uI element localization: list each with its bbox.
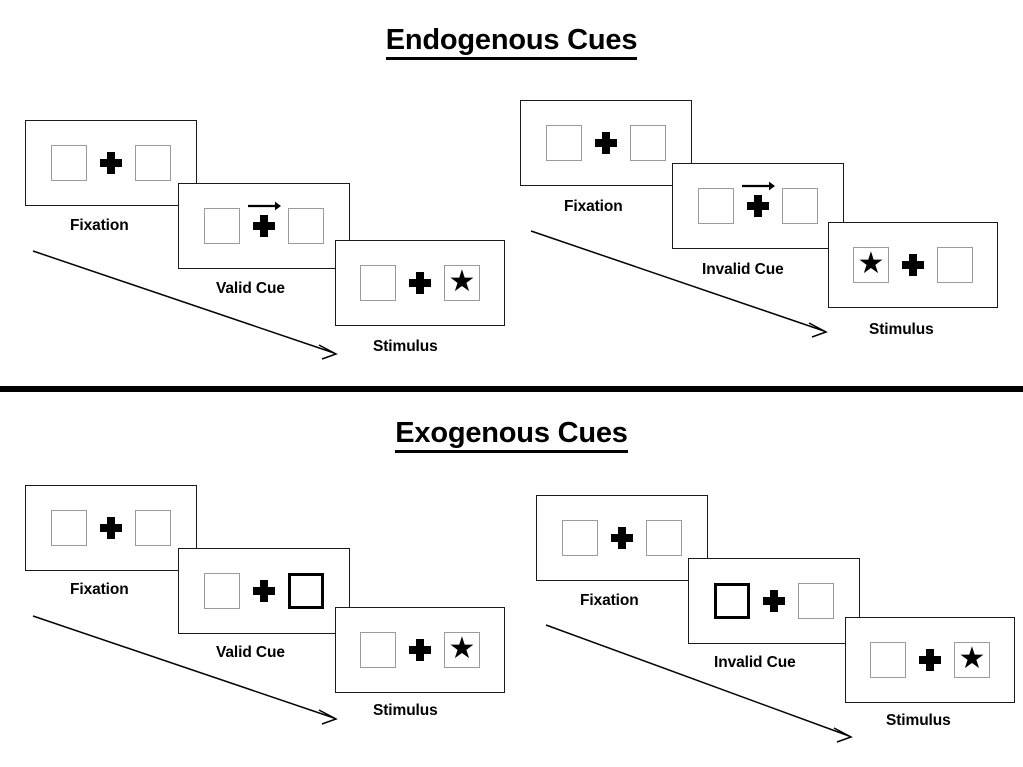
fixation-cross-icon [742, 181, 775, 217]
fixation-cross-icon [409, 639, 431, 661]
stim-box-right-cued [288, 573, 324, 609]
panel-endogenous-valid-cue [178, 183, 350, 269]
caption-endogenous-invalid-cue: Invalid Cue [702, 261, 784, 278]
panel-inner [698, 181, 818, 224]
panel-inner: ★ [870, 642, 990, 678]
section-title-exogenous-text: Exogenous Cues [395, 417, 628, 453]
panel-exogenous-invalid-stimulus: ★ [845, 617, 1015, 703]
stim-box-left [204, 573, 240, 609]
caption-endogenous-valid-fixation: Fixation [70, 217, 129, 234]
panel-inner [546, 125, 666, 161]
fixation-cross-icon [611, 527, 633, 549]
stim-box-left: ★ [853, 247, 889, 283]
panel-inner [51, 145, 171, 181]
fixation-cross-icon [902, 254, 924, 276]
panel-endogenous-valid-stimulus: ★ [335, 240, 505, 326]
stim-box-left [51, 145, 87, 181]
stim-box-left [51, 510, 87, 546]
stim-box-left [360, 265, 396, 301]
fixation-cross-icon [919, 649, 941, 671]
section-title-exogenous: Exogenous Cues [0, 417, 1023, 453]
fixation-cross-icon [100, 517, 122, 539]
panel-endogenous-invalid-fixation [520, 100, 692, 186]
caption-exogenous-valid-fixation: Fixation [70, 581, 129, 598]
stim-box-left [562, 520, 598, 556]
caption-exogenous-invalid-stimulus: Stimulus [886, 712, 951, 729]
caption-endogenous-invalid-fixation: Fixation [564, 198, 623, 215]
stim-box-right: ★ [954, 642, 990, 678]
star-icon: ★ [857, 247, 885, 280]
fixation-cross-icon [248, 201, 281, 237]
stim-box-right [646, 520, 682, 556]
caption-exogenous-valid-stimulus: Stimulus [373, 702, 438, 719]
panel-inner: ★ [853, 247, 973, 283]
stim-box-right: ★ [444, 265, 480, 301]
stim-box-right: ★ [444, 632, 480, 668]
stim-box-right [630, 125, 666, 161]
cue-arrow-right-icon [742, 181, 775, 191]
panel-endogenous-invalid-cue [672, 163, 844, 249]
panel-exogenous-valid-cue [178, 548, 350, 634]
fixation-cross-icon [595, 132, 617, 154]
stim-box-right [135, 145, 171, 181]
stim-box-right [782, 188, 818, 224]
stim-box-left [546, 125, 582, 161]
fixation-cross-icon [763, 590, 785, 612]
panel-exogenous-invalid-cue [688, 558, 860, 644]
stim-box-right [288, 208, 324, 244]
panel-inner [714, 583, 834, 619]
stim-box-left [870, 642, 906, 678]
panel-endogenous-invalid-stimulus: ★ [828, 222, 998, 308]
stim-box-right [798, 583, 834, 619]
stim-box-right [135, 510, 171, 546]
panel-exogenous-valid-fixation [25, 485, 197, 571]
stim-box-right [937, 247, 973, 283]
cue-arrow-right-icon [248, 201, 281, 211]
star-icon: ★ [448, 632, 476, 665]
stim-box-left [360, 632, 396, 668]
section-title-endogenous: Endogenous Cues [0, 24, 1023, 60]
star-icon: ★ [448, 265, 476, 298]
fixation-cross-icon [100, 152, 122, 174]
caption-exogenous-valid-cue: Valid Cue [216, 644, 285, 661]
panel-endogenous-valid-fixation [25, 120, 197, 206]
panel-inner [204, 201, 324, 244]
panel-inner: ★ [360, 265, 480, 301]
section-divider [0, 386, 1023, 392]
caption-exogenous-invalid-fixation: Fixation [580, 592, 639, 609]
panel-exogenous-valid-stimulus: ★ [335, 607, 505, 693]
stim-box-left [698, 188, 734, 224]
panel-inner [204, 573, 324, 609]
panel-exogenous-invalid-fixation [536, 495, 708, 581]
panel-inner: ★ [360, 632, 480, 668]
caption-exogenous-invalid-cue: Invalid Cue [714, 654, 796, 671]
fixation-cross-icon [253, 580, 275, 602]
caption-endogenous-valid-stimulus: Stimulus [373, 338, 438, 355]
stim-box-left [204, 208, 240, 244]
panel-inner [51, 510, 171, 546]
fixation-cross-icon [409, 272, 431, 294]
star-icon: ★ [958, 642, 986, 675]
section-title-endogenous-text: Endogenous Cues [385, 24, 637, 60]
caption-endogenous-invalid-stimulus: Stimulus [869, 321, 934, 338]
caption-endogenous-valid-cue: Valid Cue [216, 280, 285, 297]
panel-inner [562, 520, 682, 556]
stim-box-left-cued [714, 583, 750, 619]
